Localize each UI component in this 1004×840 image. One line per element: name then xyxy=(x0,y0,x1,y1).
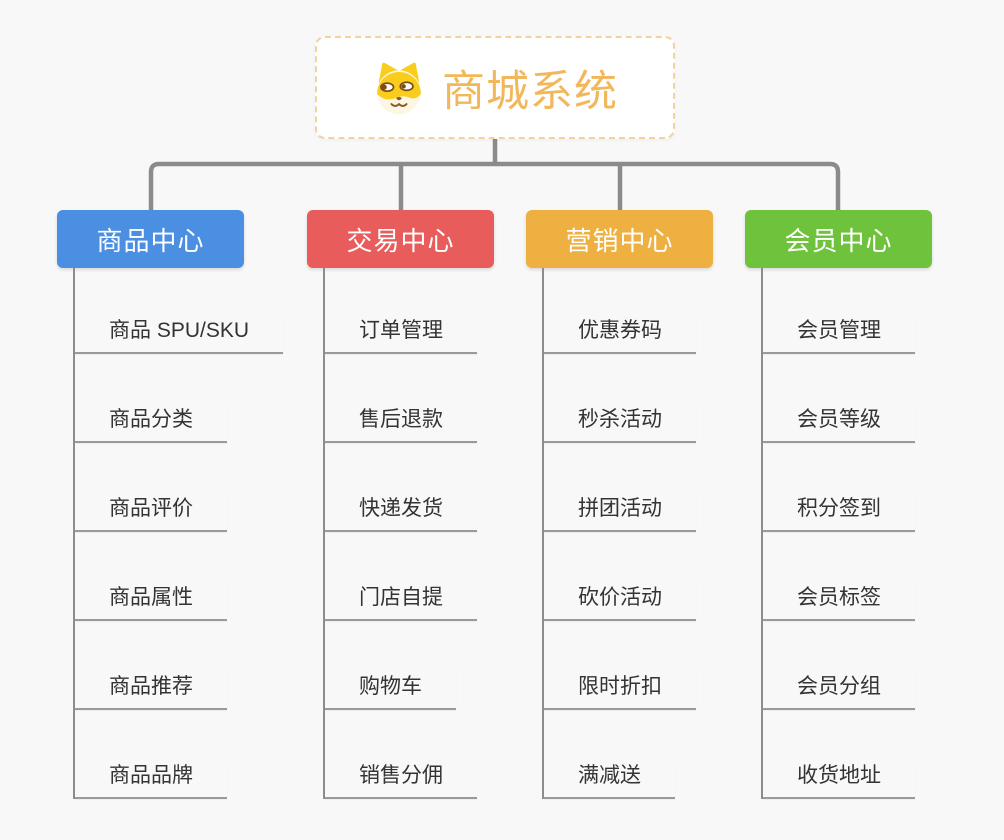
leaf-node: 砍价活动 xyxy=(544,532,713,621)
branch-column: 会员中心会员管理会员等级积分签到会员标签会员分组收货地址 xyxy=(745,210,932,799)
tree-connector xyxy=(148,136,841,210)
leaf-label[interactable]: 会员管理 xyxy=(763,314,915,354)
leaf-label[interactable]: 商品 SPU/SKU xyxy=(75,314,284,354)
branch-column: 商品中心商品 SPU/SKU 商品分类商品评价商品属性商品推荐商品品牌 xyxy=(57,210,284,799)
branch-leaves: 会员管理会员等级积分签到会员标签会员分组收货地址 xyxy=(761,268,932,799)
leaf-node: 优惠券码 xyxy=(544,268,713,354)
leaf-node: 会员管理 xyxy=(763,268,932,354)
leaf-node: 会员等级 xyxy=(763,354,932,443)
leaf-node: 积分签到 xyxy=(763,443,932,532)
leaf-node: 销售分佣 xyxy=(325,710,494,799)
leaf-node: 商品推荐 xyxy=(75,621,244,710)
leaf-node: 限时折扣 xyxy=(544,621,713,710)
root-title: 商城系统 xyxy=(442,67,618,116)
leaf-node: 会员标签 xyxy=(763,532,932,621)
leaf-label[interactable]: 满减送 xyxy=(544,759,675,799)
leaf-label[interactable]: 限时折扣 xyxy=(544,670,696,710)
leaf-node: 会员分组 xyxy=(763,621,932,710)
leaf-label[interactable]: 商品分类 xyxy=(75,403,227,443)
dog-face-icon xyxy=(377,62,421,114)
leaf-node: 售后退款 xyxy=(325,354,494,443)
leaf-label[interactable]: 商品属性 xyxy=(75,581,227,621)
leaf-node: 快递发货 xyxy=(325,443,494,532)
leaf-label[interactable]: 门店自提 xyxy=(325,581,477,621)
leaf-label[interactable]: 会员等级 xyxy=(763,403,915,443)
leaf-label[interactable]: 订单管理 xyxy=(325,314,477,354)
leaf-label[interactable]: 会员标签 xyxy=(763,581,915,621)
branch-header[interactable]: 会员中心 xyxy=(745,210,932,268)
leaf-node: 商品属性 xyxy=(75,532,244,621)
leaf-label[interactable]: 优惠券码 xyxy=(544,314,696,354)
leaf-node: 商品评价 xyxy=(75,443,244,532)
branch-leaves: 商品 SPU/SKU 商品分类商品评价商品属性商品推荐商品品牌 xyxy=(73,268,284,799)
leaf-label[interactable]: 砍价活动 xyxy=(544,581,696,621)
leaf-label[interactable]: 商品品牌 xyxy=(75,759,227,799)
leaf-label[interactable]: 拼团活动 xyxy=(544,492,696,532)
leaf-label[interactable]: 商品评价 xyxy=(75,492,227,532)
leaf-node: 秒杀活动 xyxy=(544,354,713,443)
branch-header[interactable]: 营销中心 xyxy=(526,210,713,268)
leaf-label[interactable]: 快递发货 xyxy=(325,492,477,532)
branch-header[interactable]: 交易中心 xyxy=(307,210,494,268)
leaf-label[interactable]: 收货地址 xyxy=(763,759,915,799)
branch-column: 交易中心订单管理售后退款快递发货门店自提购物车销售分佣 xyxy=(307,210,494,799)
leaf-label[interactable]: 售后退款 xyxy=(325,403,477,443)
leaf-label[interactable]: 会员分组 xyxy=(763,670,915,710)
branch-header[interactable]: 商品中心 xyxy=(57,210,244,268)
leaf-label[interactable]: 积分签到 xyxy=(763,492,915,532)
leaf-label[interactable]: 秒杀活动 xyxy=(544,403,696,443)
branch-leaves: 订单管理售后退款快递发货门店自提购物车销售分佣 xyxy=(323,268,494,799)
leaf-node: 购物车 xyxy=(325,621,494,710)
leaf-node: 订单管理 xyxy=(325,268,494,354)
leaf-label[interactable]: 销售分佣 xyxy=(325,759,477,799)
leaf-node: 门店自提 xyxy=(325,532,494,621)
leaf-node: 拼团活动 xyxy=(544,443,713,532)
branch-column: 营销中心优惠券码秒杀活动拼团活动砍价活动限时折扣满减送 xyxy=(526,210,713,799)
leaf-label[interactable]: 商品推荐 xyxy=(75,670,227,710)
leaf-node: 满减送 xyxy=(544,710,713,799)
root-node[interactable]: 商城系统 xyxy=(315,36,675,139)
leaf-node: 商品 SPU/SKU xyxy=(75,268,284,354)
leaf-label[interactable]: 购物车 xyxy=(325,670,456,710)
leaf-node: 收货地址 xyxy=(763,710,932,799)
branch-leaves: 优惠券码秒杀活动拼团活动砍价活动限时折扣满减送 xyxy=(542,268,713,799)
leaf-node: 商品品牌 xyxy=(75,710,244,799)
leaf-node: 商品分类 xyxy=(75,354,244,443)
branch-rail-line xyxy=(148,161,841,210)
